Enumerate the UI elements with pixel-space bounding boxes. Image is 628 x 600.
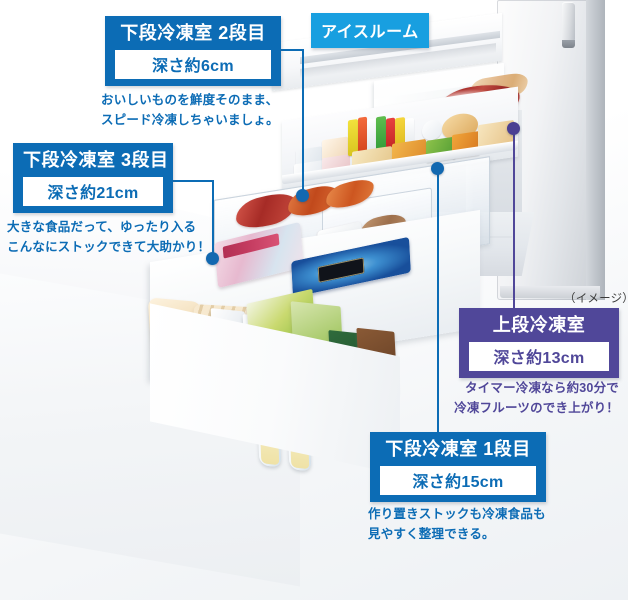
label-upper-freezer[interactable]: 上段冷凍室 深さ約13cm bbox=[459, 308, 619, 378]
caption-tier2: おいしいものを鮮度そのまま、 スピード冷凍しちゃいましょ。 bbox=[101, 90, 279, 130]
fridge-base bbox=[500, 286, 600, 298]
connector-dot-tier1 bbox=[431, 162, 444, 175]
connector-tier2-horizontal bbox=[280, 49, 304, 51]
food-item bbox=[358, 116, 367, 154]
label-lower-freezer-tier2[interactable]: 下段冷凍室 2段目 深さ約6cm bbox=[105, 16, 281, 86]
fridge-door-handle-cap bbox=[562, 40, 575, 48]
label-upper-title: 上段冷凍室 bbox=[492, 315, 586, 335]
caption-tier2-line2: スピード冷凍しちゃいましょ。 bbox=[101, 113, 279, 127]
connector-dot-tier3 bbox=[206, 252, 219, 265]
connector-tier2-vertical bbox=[302, 49, 304, 195]
label-tier2-title: 下段冷凍室 2段目 bbox=[120, 23, 266, 43]
label-upper-value: 深さ約13cm bbox=[469, 341, 609, 371]
caption-upper-line2: 冷凍フルーツのでき上がり！ bbox=[454, 401, 619, 415]
label-tier3-value: 深さ約21cm bbox=[23, 176, 163, 206]
caption-tier3-line1: 大きな食品だって、ゆったり入る bbox=[7, 220, 197, 234]
caption-tier2-line1: おいしいものを鮮度そのまま、 bbox=[101, 93, 279, 107]
label-tier3-title: 下段冷凍室 3段目 bbox=[23, 150, 169, 170]
fridge-door-handle bbox=[562, 2, 575, 42]
connector-tier3-vertical bbox=[212, 180, 214, 258]
label-tier2-value: 深さ約6cm bbox=[115, 49, 271, 79]
caption-tier1-line1: 作り置きストックも冷凍食品も bbox=[368, 507, 546, 521]
fridge-cabinet-side bbox=[586, 0, 605, 300]
tag-ice-room-label: アイスルーム bbox=[321, 24, 419, 41]
caption-tier3-line2: こんなにストックできて大助かり！ bbox=[7, 240, 211, 254]
caption-tier1-line2: 見やすく整理できる。 bbox=[368, 527, 495, 541]
label-tier1-title: 下段冷凍室 1段目 bbox=[385, 439, 531, 459]
caption-tier3: 大きな食品だって、ゆったり入る こんなにストックできて大助かり！ bbox=[7, 217, 210, 257]
image-disclaimer: （イメージ） bbox=[564, 293, 628, 305]
connector-dot-upper bbox=[507, 122, 520, 135]
label-lower-freezer-tier1[interactable]: 下段冷凍室 1段目 深さ約15cm bbox=[370, 432, 546, 502]
label-lower-freezer-tier3[interactable]: 下段冷凍室 3段目 深さ約21cm bbox=[13, 143, 173, 213]
caption-upper-line1: タイマー冷凍なら約30分で bbox=[464, 381, 619, 395]
connector-tier3-horizontal bbox=[172, 180, 214, 182]
tag-ice-room[interactable]: アイスルーム bbox=[311, 13, 429, 48]
connector-dot-tier2 bbox=[296, 189, 309, 202]
caption-upper: タイマー冷凍なら約30分で 冷凍フルーツのでき上がり！ bbox=[439, 378, 619, 418]
connector-upper-vertical bbox=[513, 128, 515, 308]
connector-tier1-vertical bbox=[437, 168, 439, 438]
label-tier1-value: 深さ約15cm bbox=[380, 465, 536, 495]
food-brand-badge bbox=[317, 257, 365, 283]
caption-tier1: 作り置きストックも冷凍食品も 見やすく整理できる。 bbox=[368, 504, 546, 544]
